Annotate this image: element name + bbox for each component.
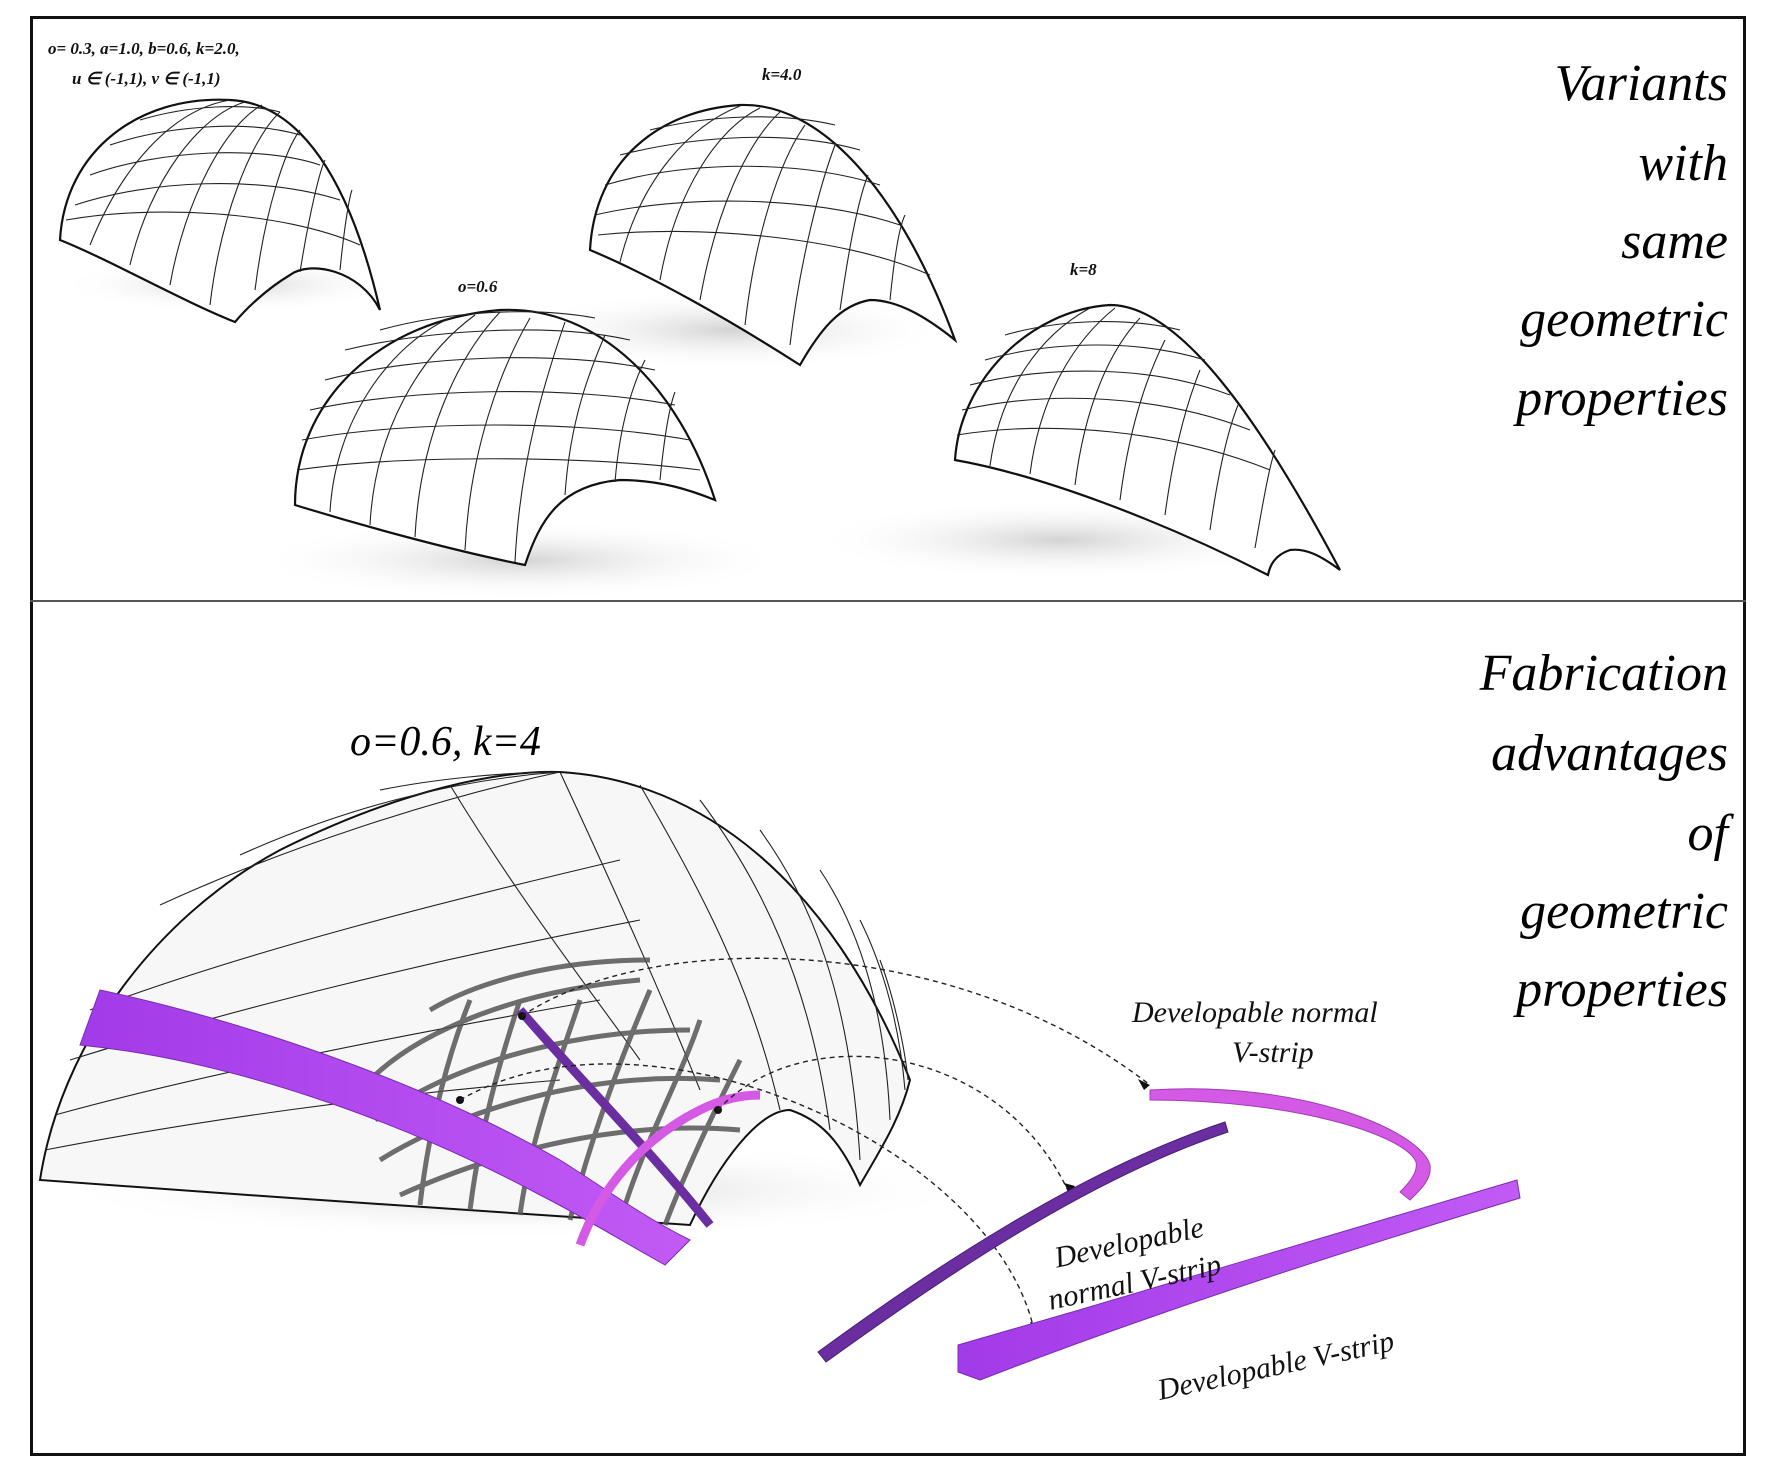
panel-divider [30, 600, 1746, 602]
shell-purple-strip [79, 989, 691, 1266]
bottom-heading-line-2: advantages [1491, 725, 1728, 782]
fabrication-shell [38, 770, 990, 1266]
shell-variant-1 [58, 98, 400, 324]
arc-to-normal-mid [717, 1055, 1071, 1196]
shell-variant-o06 [250, 308, 790, 600]
bottom-heading-line-3: of [1688, 805, 1735, 862]
bottom-panel: o=0.6, k=4 [38, 645, 1735, 1408]
bottom-heading: Fabrication advantages of geometric prop… [1479, 645, 1735, 1018]
bottom-heading-line-1: Fabrication [1479, 645, 1728, 702]
callout-normal-top-line-2: V-strip [1232, 1036, 1314, 1069]
shell-pink-strip [575, 1090, 761, 1247]
bottom-heading-line-4: geometric [1520, 883, 1728, 940]
top-heading-line-1: Variants [1555, 55, 1728, 112]
top-heading: Variants with same geometric properties [1512, 55, 1728, 427]
arc-to-normal-top [521, 957, 1151, 1086]
top-heading-line-5: properties [1512, 370, 1728, 427]
callout-normal-top-line-1: Developable normal [1131, 996, 1378, 1029]
bottom-heading-line-5: properties [1512, 961, 1728, 1018]
purple-wide-strip [957, 1179, 1521, 1381]
top-heading-line-2: with [1638, 135, 1728, 192]
shell-variant-k8 [810, 303, 1341, 580]
top-panel: o= 0.3, a=1.0, b=0.6, k=2.0, u ∈ (-1,1),… [48, 39, 1728, 600]
outer-frame [30, 16, 1746, 1456]
shell-label-o06-k4: o=0.6, k=4 [350, 719, 541, 765]
shell-dark-strip [516, 1007, 714, 1228]
params-line-1: o= 0.3, a=1.0, b=0.6, k=2.0, [48, 39, 240, 58]
label-k-4: k=4.0 [762, 65, 802, 84]
pink-curved-strip [1149, 1088, 1431, 1201]
top-heading-line-4: geometric [1520, 291, 1728, 348]
label-o-0-6: o=0.6 [458, 277, 498, 296]
callout-normal-top: Developable normal V-strip [1131, 996, 1378, 1069]
label-k-8: k=8 [1070, 260, 1097, 279]
top-heading-line-3: same [1621, 213, 1728, 270]
params-line-2: u ∈ (-1,1), v ∈ (-1,1) [72, 69, 221, 88]
callout-vstrip: Developable V-strip [1154, 1325, 1397, 1408]
shell-variant-k4 [510, 103, 958, 370]
dark-purple-strip [817, 1121, 1229, 1363]
